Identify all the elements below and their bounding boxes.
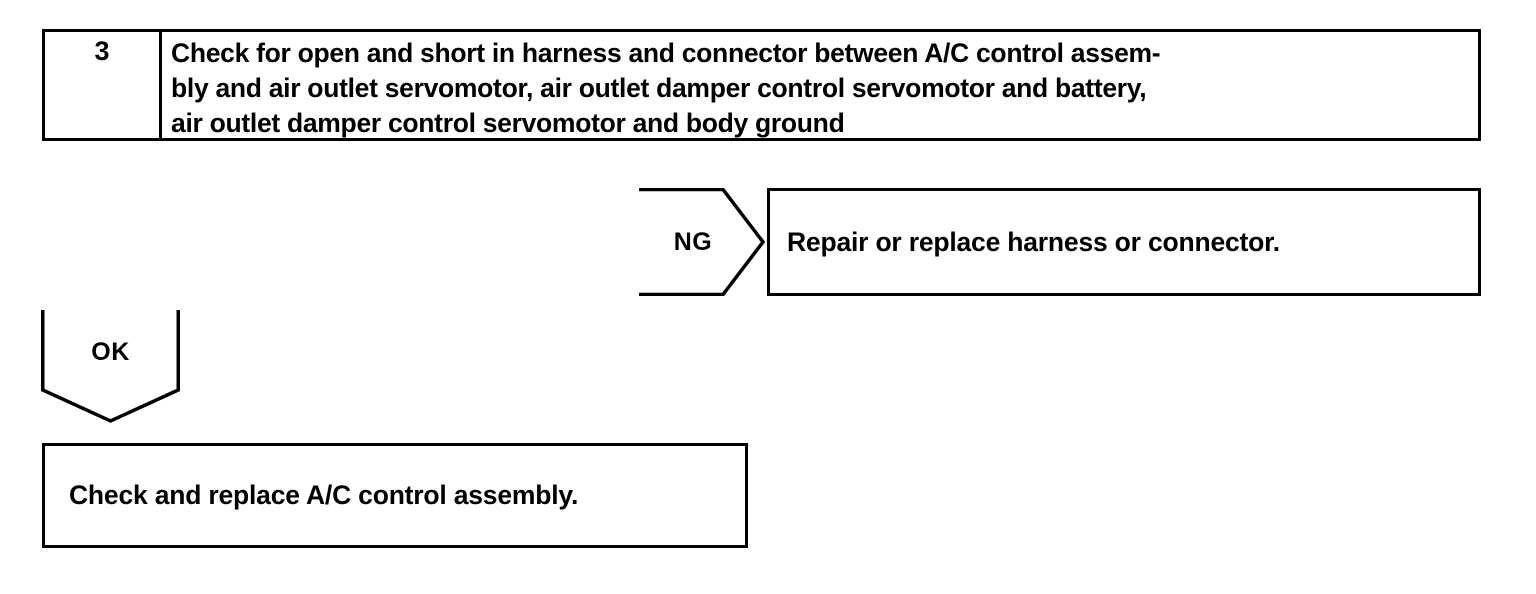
step-instruction-cell: Check for open and short in harness and … xyxy=(162,32,1478,138)
step-instruction-text: Check for open and short in harness and … xyxy=(171,38,1161,138)
step-number: 3 xyxy=(94,36,110,66)
ok-branch-arrow: OK xyxy=(41,310,180,423)
ng-result-box: Repair or replace harness or connector. xyxy=(767,188,1481,296)
ng-branch-label: NG xyxy=(673,227,713,256)
ok-result-box: Check and replace A/C control assembly. xyxy=(42,443,748,548)
ng-arrow-shape xyxy=(639,188,765,296)
ok-arrow-shape xyxy=(41,310,180,423)
ng-branch-arrow: NG xyxy=(639,188,765,296)
ok-result-text: Check and replace A/C control assembly. xyxy=(69,480,579,510)
step-row: 3 Check for open and short in harness an… xyxy=(42,29,1481,141)
step-number-cell: 3 xyxy=(45,32,162,138)
ng-result-text: Repair or replace harness or connector. xyxy=(787,226,1280,257)
ok-branch-label: OK xyxy=(91,337,130,366)
